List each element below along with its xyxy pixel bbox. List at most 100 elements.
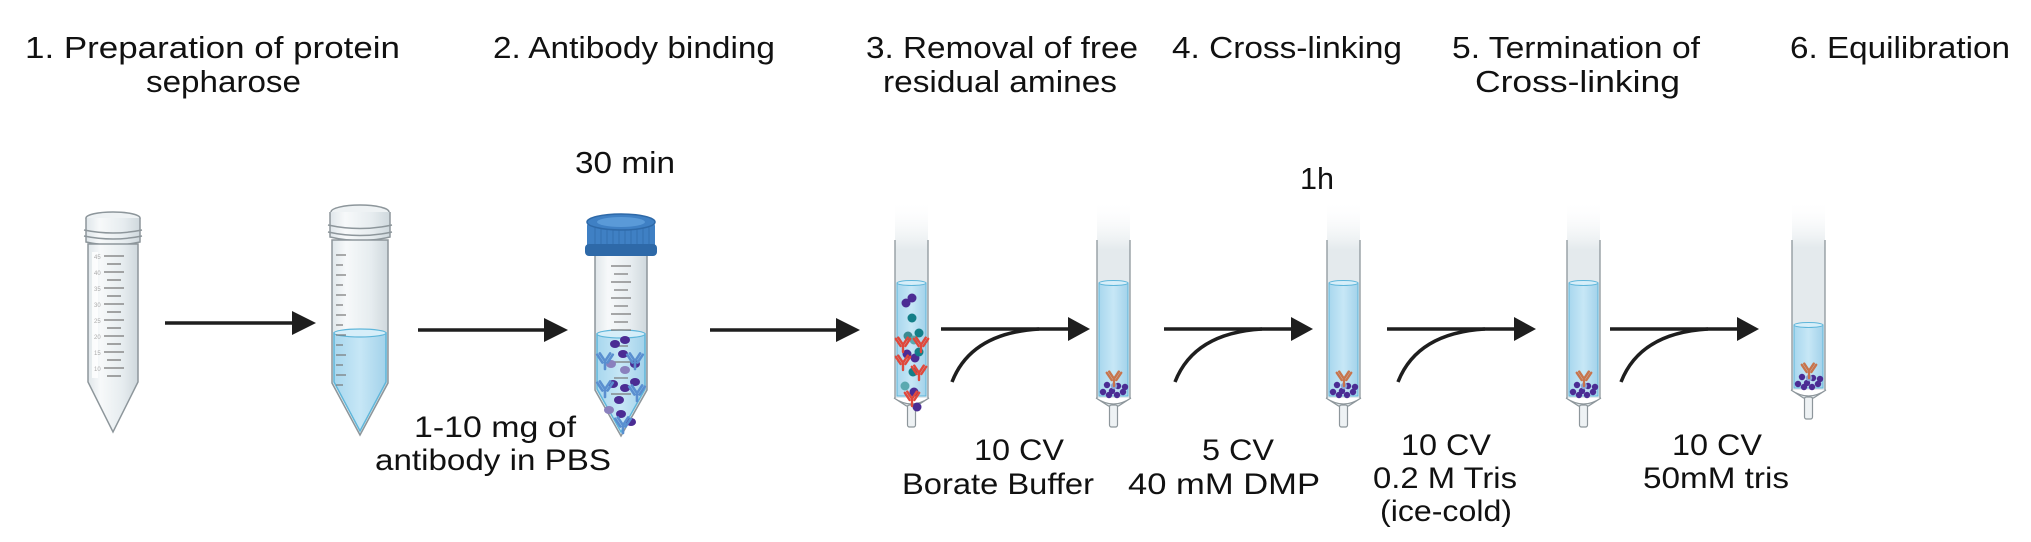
arrowhead: [1291, 317, 1313, 341]
sepharose-bead: [901, 298, 911, 308]
borate-buffer: Borate Buffer: [902, 468, 1094, 501]
chromatography-columns: [893, 200, 1827, 428]
sepharose-bead: [1099, 388, 1107, 396]
capped-tube-antibody-binding: [585, 213, 657, 438]
antibody-icon: [595, 380, 615, 399]
antibody-icon: [894, 336, 912, 354]
graduation-label: 10: [94, 367, 101, 373]
sepharose-bead: [912, 402, 922, 412]
antibody-icon: [1335, 370, 1353, 388]
sepharose-bead: [1329, 388, 1337, 396]
step-3-heading: 3. Removal of free residual amines: [866, 30, 1138, 99]
sepharose-bead: [1119, 388, 1127, 396]
graduation-ticks: [611, 265, 631, 395]
column-after-wash: [1095, 200, 1132, 428]
sepharose-bead: [1816, 375, 1824, 383]
arrow-step-1-to-2: [165, 311, 316, 335]
flow-arrow-dmp: [1164, 317, 1313, 383]
graduation-label: 35: [94, 287, 101, 293]
column-step-3: [893, 200, 930, 428]
antibody-icon: [627, 384, 647, 403]
tris-stop-volume: 10 CV: [1401, 429, 1491, 462]
dmp-concentration: 40 mM DMP: [1128, 468, 1320, 501]
arrowhead: [1737, 317, 1759, 341]
step-2-title: 2. Antibody binding: [493, 30, 775, 65]
liquid-surface: [1793, 322, 1824, 328]
sepharose-bead: [908, 367, 918, 377]
flow-arrow-borate-wash: [941, 317, 1090, 383]
falcon-tube-with-sepharose: [327, 204, 393, 437]
column-step-5: [1565, 200, 1602, 428]
step-4-title: 4. Cross-linking: [1172, 30, 1402, 65]
tris-equil-condition-label: 10 CV 50mM tris: [1643, 429, 1789, 495]
step-3-title-line-1: 3. Removal of free: [866, 30, 1138, 65]
arrowhead: [1514, 317, 1536, 341]
sepharose-bead: [1808, 383, 1816, 391]
column-tip: [1803, 396, 1814, 420]
column-tip: [1108, 404, 1119, 428]
dmp-condition-label: 5 CV 40 mM DMP: [1128, 434, 1320, 501]
flow-arrow-tris-equil: [1610, 317, 1759, 383]
timing-1h: 1h: [1300, 161, 1334, 196]
sepharose-bead: [1351, 383, 1359, 391]
sepharose-bead: [1798, 373, 1806, 381]
sepharose-bead: [1349, 388, 1357, 396]
flow-curve: [1619, 327, 1709, 383]
step-5-heading: 5. Termination of Cross-linking: [1452, 30, 1700, 99]
sepharose-bead: [914, 328, 924, 338]
antibody-buffer: antibody in PBS: [375, 444, 611, 477]
sepharose-bead: [907, 293, 917, 303]
sepharose-bead: [618, 350, 628, 358]
step-1-heading: 1. Preparation of protein sepharose: [25, 30, 400, 99]
step-5-title-line-2: Cross-linking: [1475, 64, 1680, 99]
flow-curve: [1173, 327, 1263, 383]
sepharose-bead: [1113, 391, 1121, 399]
arrowhead: [1068, 317, 1090, 341]
arrow-step-2-to-3: [710, 318, 860, 342]
flow-arrows: [941, 317, 1759, 383]
column-tip: [1338, 404, 1349, 428]
antibody-icon: [613, 416, 633, 435]
blue-screw-cap: [585, 213, 657, 256]
step-1-title-line-2: sepharose: [146, 64, 301, 99]
arrow-step-2: [418, 318, 568, 342]
step-3-title-line-2: residual amines: [883, 64, 1117, 99]
sepharose-bead: [1333, 381, 1341, 389]
antibody-icon: [1800, 362, 1818, 380]
tris-stop-temperature: (ice-cold): [1380, 495, 1512, 528]
liquid-surface: [1098, 280, 1129, 286]
graduation-label: 45: [94, 255, 101, 261]
borate-condition-label: 10 CV Borate Buffer: [902, 434, 1094, 501]
step-headings: 1. Preparation of protein sepharose 2. A…: [25, 30, 2010, 99]
flow-curve: [950, 327, 1040, 383]
sepharose-bead: [1591, 383, 1599, 391]
dmp-volume: 5 CV: [1202, 434, 1274, 467]
sepharose-bead: [620, 366, 630, 374]
antibody-icon: [910, 364, 928, 382]
sepharose-bead: [614, 396, 624, 404]
liquid-surface: [1328, 280, 1359, 286]
step-1-title-line-1: 1. Preparation of protein: [25, 30, 400, 65]
antibody-amount: 1-10 mg of: [414, 411, 577, 444]
antibody-icon: [1105, 370, 1123, 388]
sepharose-bead: [610, 340, 620, 348]
sepharose-bead: [630, 378, 640, 386]
liquid-surface: [1568, 280, 1599, 286]
graduation-label: 20: [94, 335, 101, 341]
antibody-icon: [894, 354, 912, 372]
sepharose-bead: [1794, 380, 1802, 388]
sepharose-bead: [1335, 391, 1343, 399]
graduation-label: 25: [94, 319, 101, 325]
sepharose-bead: [1105, 391, 1113, 399]
column-step-6: [1790, 200, 1827, 420]
graduation-label: 30: [94, 303, 101, 309]
sepharose-bead: [604, 406, 614, 414]
graduation-label: 40: [94, 271, 101, 277]
timing-30-min: 30 min: [575, 145, 675, 180]
antibody-bead-mixture: [595, 336, 647, 435]
sepharose-bead: [1583, 391, 1591, 399]
sepharose-bead: [1569, 388, 1577, 396]
column-step-4: [1325, 200, 1362, 428]
